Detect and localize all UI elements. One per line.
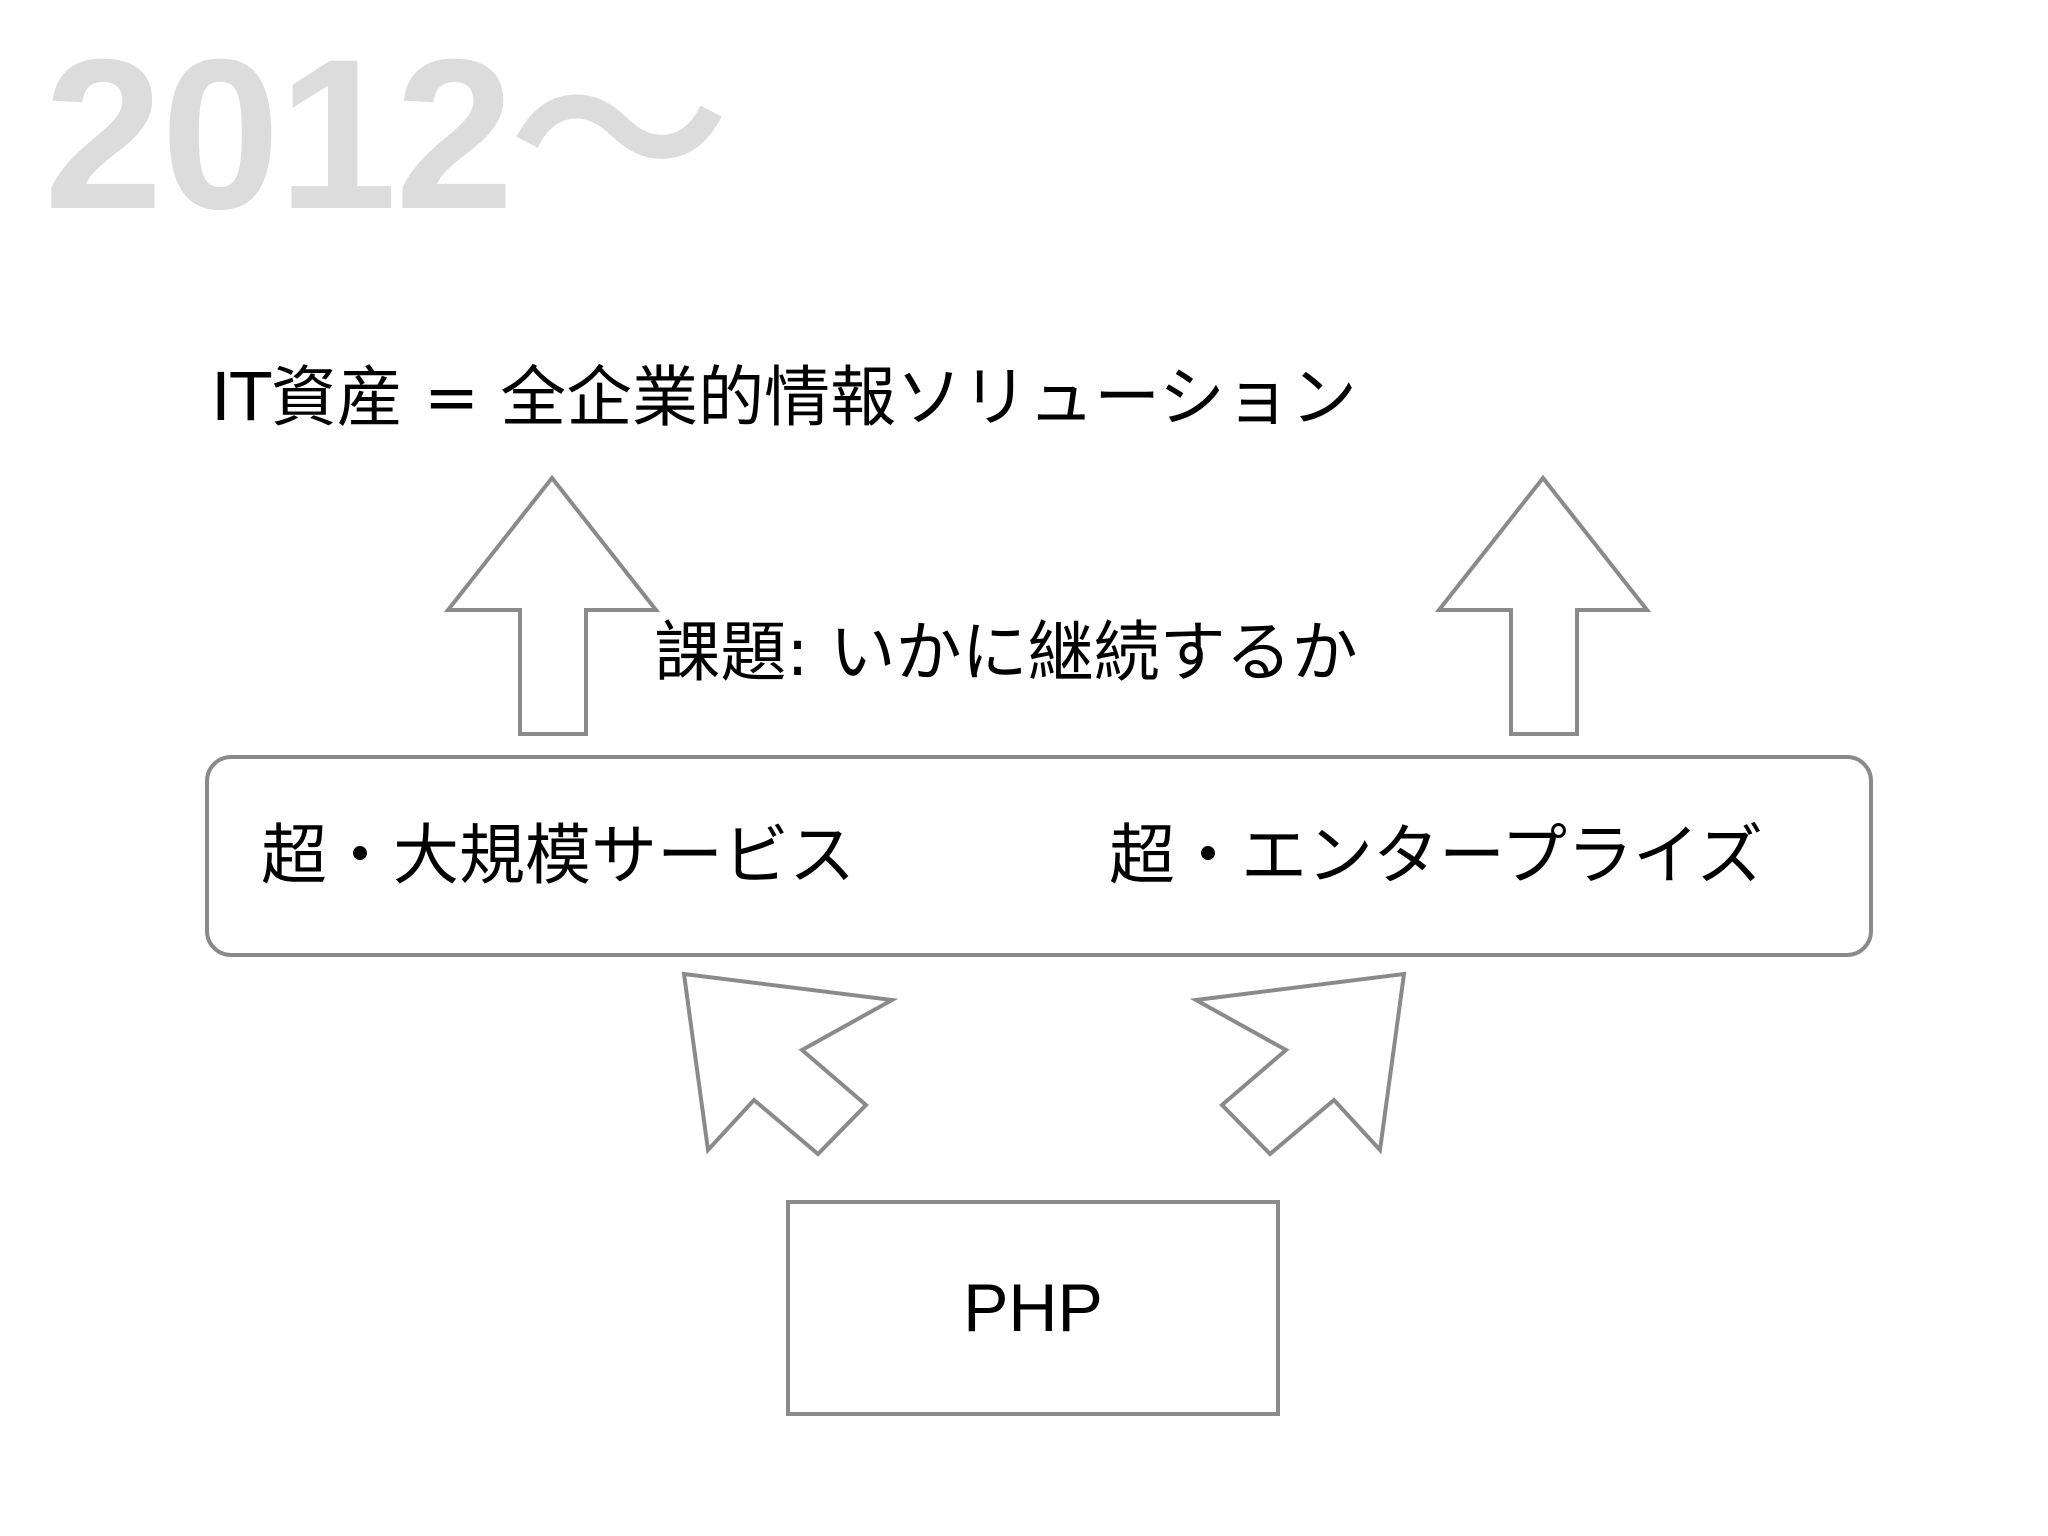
foundation-box: PHP (786, 1200, 1280, 1416)
capability-band-inner: 超・大規模サービス 超・エンタープライズ (209, 759, 1869, 953)
diagonal-arrow-up-left-icon (681, 971, 899, 1157)
up-arrow-left-icon (443, 474, 661, 736)
challenge-label: 課題: いかに継続するか (654, 614, 1358, 691)
headline-text: IT資産 = 全企業的情報ソリューション (211, 359, 1357, 436)
capability-band: 超・大規模サービス 超・エンタープライズ (205, 755, 1873, 957)
up-arrow-right-icon (1434, 474, 1652, 736)
foundation-label: PHP (963, 1270, 1103, 1346)
capability-label-enterprise: 超・エンタープライズ (1109, 817, 1764, 894)
page-title: 2012〜 (44, 15, 726, 254)
capability-label-large-scale: 超・大規模サービス (261, 817, 855, 894)
diagonal-arrow-up-right-icon (1189, 971, 1407, 1157)
